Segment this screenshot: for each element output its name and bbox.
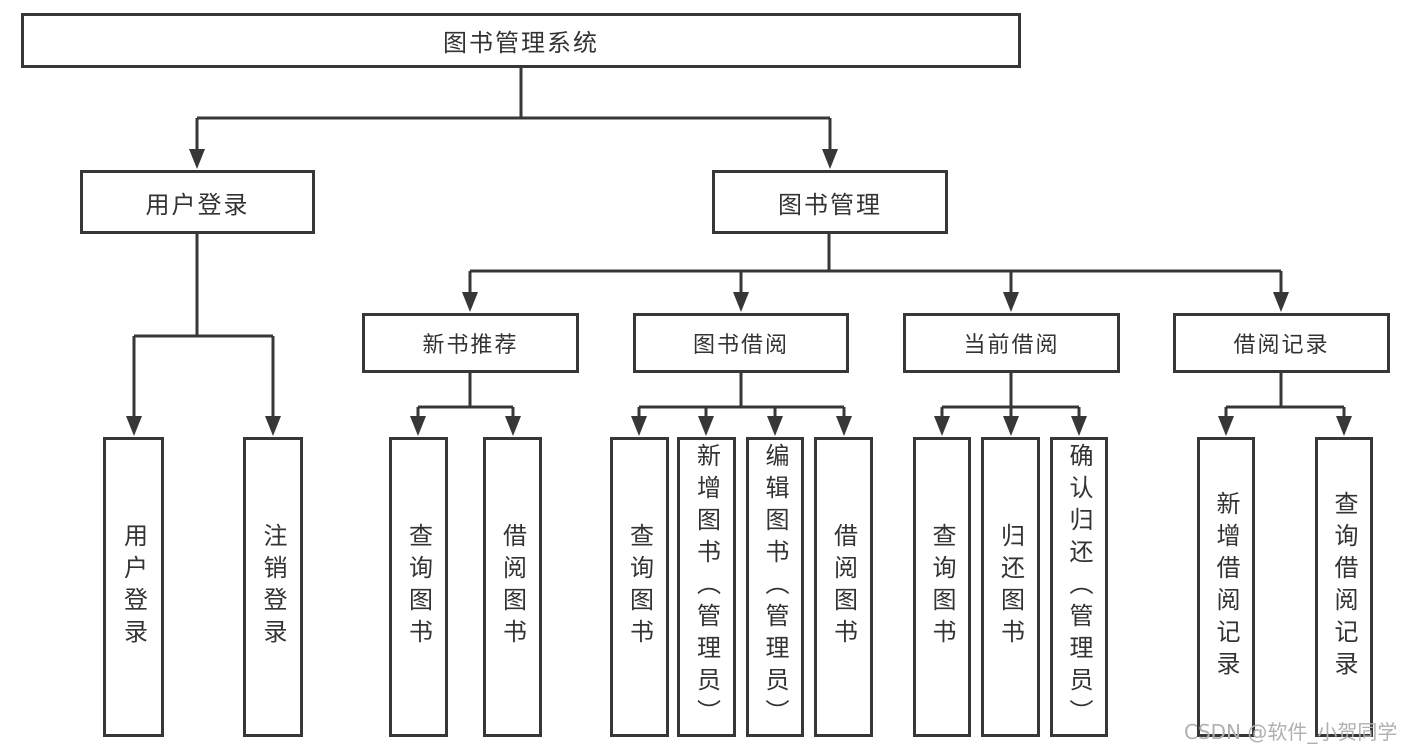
connector-current-borrow-children bbox=[934, 373, 1087, 436]
node-label: 注销登录 bbox=[259, 523, 287, 651]
node-label: 当前借阅 bbox=[963, 333, 1060, 358]
node-label: 编辑图书（管理员） bbox=[761, 443, 789, 731]
leaf-return-books: 归还图书 bbox=[981, 437, 1040, 737]
connector-book-borrow-children bbox=[631, 373, 852, 436]
leaf-logout: 注销登录 bbox=[243, 437, 303, 737]
node-label: 查询图书 bbox=[625, 523, 654, 651]
node-label: 查询图书 bbox=[928, 523, 956, 651]
node-label: 图书借阅 bbox=[692, 333, 789, 358]
leaf-confirm-return-admin: 确认归还（管理员） bbox=[1050, 437, 1108, 737]
node-label: 图书管理系统 bbox=[443, 29, 599, 57]
node-label: 图书管理 bbox=[778, 190, 882, 219]
node-current-borrow: 当前借阅 bbox=[903, 313, 1120, 373]
node-label: 用户登录 bbox=[145, 190, 250, 219]
node-label: 归还图书 bbox=[996, 523, 1025, 651]
node-root-library-system: 图书管理系统 bbox=[21, 13, 1021, 68]
leaf-query-books-2: 查询图书 bbox=[610, 437, 669, 737]
node-label: 用户登录 bbox=[119, 523, 148, 651]
node-label: 借阅图书 bbox=[498, 523, 527, 651]
leaf-query-books-3: 查询图书 bbox=[913, 437, 971, 737]
leaf-borrow-books-2: 借阅图书 bbox=[814, 437, 873, 737]
node-label: 借阅图书 bbox=[829, 523, 858, 651]
node-label: 新增图书（管理员） bbox=[692, 443, 721, 731]
connector-new-book-children bbox=[410, 373, 521, 436]
node-new-book-recommend: 新书推荐 bbox=[362, 313, 579, 373]
node-label: 借阅记录 bbox=[1233, 333, 1330, 358]
node-book-borrow: 图书借阅 bbox=[633, 313, 849, 373]
connector-root-to-level2 bbox=[189, 68, 838, 169]
node-label: 查询图书 bbox=[404, 523, 433, 651]
connector-user-login-children bbox=[126, 234, 281, 436]
node-user-login: 用户登录 bbox=[80, 170, 315, 234]
csdn-watermark: CSDN @软件_小贺同学 bbox=[1184, 720, 1398, 744]
node-label: 查询借阅记录 bbox=[1330, 491, 1358, 683]
connector-book-management-children bbox=[462, 234, 1289, 312]
leaf-add-borrow-record: 新增借阅记录 bbox=[1197, 437, 1255, 737]
leaf-borrow-books-1: 借阅图书 bbox=[483, 437, 542, 737]
leaf-edit-books-admin: 编辑图书（管理员） bbox=[746, 437, 804, 737]
leaf-add-books-admin: 新增图书（管理员） bbox=[677, 437, 736, 737]
node-label: 新增借阅记录 bbox=[1212, 491, 1240, 683]
node-book-management: 图书管理 bbox=[712, 170, 948, 234]
leaf-query-books-1: 查询图书 bbox=[389, 437, 448, 737]
node-borrow-record: 借阅记录 bbox=[1173, 313, 1390, 373]
connector-borrow-record-children bbox=[1218, 373, 1352, 436]
leaf-query-borrow-record: 查询借阅记录 bbox=[1315, 437, 1373, 737]
leaf-user-login: 用户登录 bbox=[103, 437, 164, 737]
node-label: 确认归还（管理员） bbox=[1065, 443, 1093, 731]
node-label: 新书推荐 bbox=[422, 333, 519, 358]
